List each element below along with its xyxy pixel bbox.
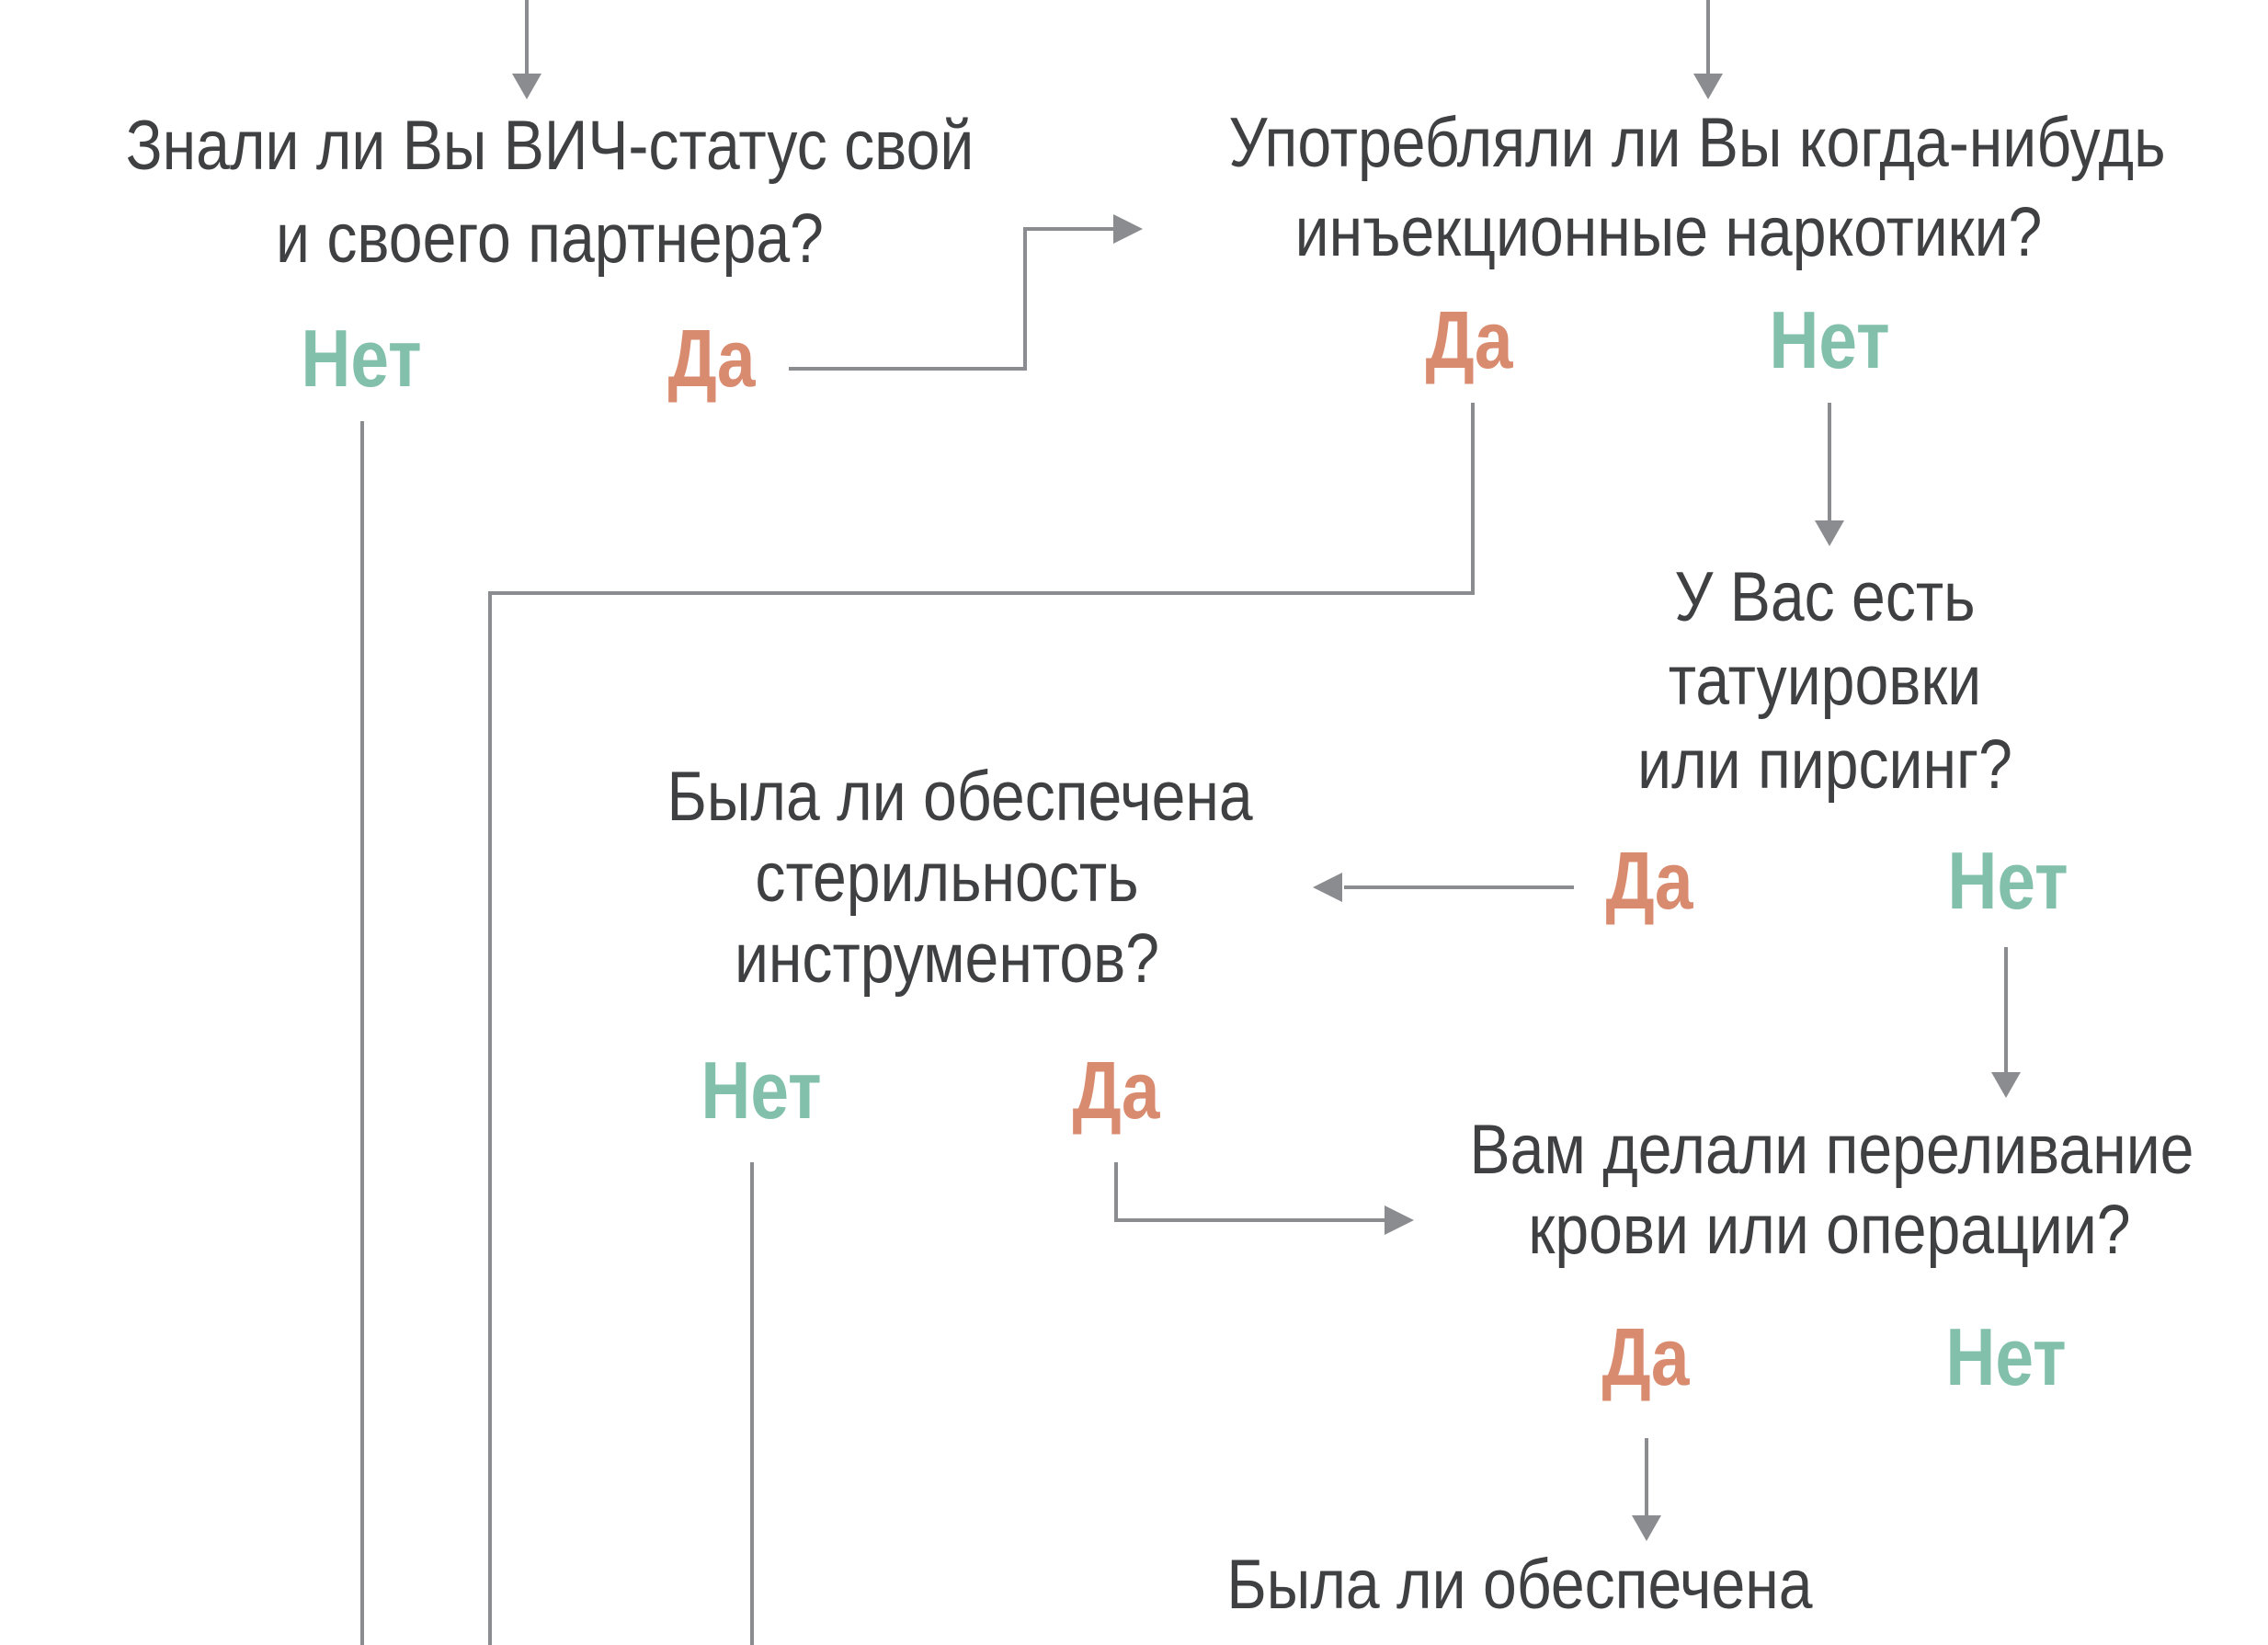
flow-arrow-into-q2-arrowhead-icon bbox=[1693, 74, 1723, 99]
question-hiv-status-line-2: и своего партнера? bbox=[276, 200, 824, 278]
question-hiv-status: Знали ли Вы ВИЧ-статус свой и своего пар… bbox=[110, 99, 990, 285]
question-injection-drugs: Употребляли ли Вы когда-нибудь инъекцион… bbox=[1228, 98, 2166, 277]
answer-q1-yes: Да bbox=[667, 313, 756, 404]
answer-q5-no: Нет bbox=[1945, 1311, 2067, 1402]
question-hiv-status-line-1: Знали ли Вы ВИЧ-статус свой bbox=[125, 107, 974, 185]
flow-arrow-into-q1-line bbox=[525, 0, 529, 77]
connector-q2-yes-seg2 bbox=[490, 591, 1475, 595]
connector-q2-yes-seg1 bbox=[1471, 403, 1475, 595]
answer-q3-no: Нет bbox=[1947, 835, 2069, 926]
question-transfusion-surgery: Вам делали переливание крови или операци… bbox=[1469, 1110, 2194, 1270]
answer-q3-yes: Да bbox=[1605, 835, 1693, 926]
question-tattoo-piercing: У Вас есть татуировки или пирсинг? bbox=[1585, 555, 2065, 806]
answer-q1-no: Нет bbox=[301, 313, 422, 404]
question-instruments-sterility-line-3: инструментов? bbox=[734, 920, 1160, 998]
answer-q2-no: Нет bbox=[1769, 294, 1890, 385]
question-next-partial: Была ли обеспечена bbox=[1200, 1545, 1840, 1626]
question-tattoo-piercing-line-3: или пирсинг? bbox=[1637, 725, 2012, 804]
answer-q2-yes: Да bbox=[1425, 294, 1513, 385]
answer-q4-no: Нет bbox=[701, 1045, 822, 1136]
question-instruments-sterility-line-1: Была ли обеспечена bbox=[667, 758, 1253, 836]
question-transfusion-surgery-line-1: Вам делали переливание bbox=[1469, 1111, 2194, 1189]
flow-arrow-into-q1-arrowhead-icon bbox=[512, 74, 541, 99]
answer-q4-yes: Да bbox=[1072, 1045, 1160, 1136]
connector-q4-yes-to-q5-seg2 bbox=[1114, 1218, 1385, 1222]
connector-q3-no-to-q5-arrowhead-icon bbox=[1991, 1072, 2021, 1098]
connector-q4-yes-to-q5-seg1 bbox=[1114, 1162, 1118, 1222]
connector-q1-no-down bbox=[360, 421, 364, 1645]
connector-q2-no-to-q3-line bbox=[1828, 403, 1831, 520]
connector-q2-yes-seg3 bbox=[488, 591, 492, 1645]
question-tattoo-piercing-line-1: У Вас есть bbox=[1674, 558, 1976, 636]
connector-q4-no-down bbox=[750, 1162, 754, 1645]
connector-q5-yes-to-q6-line bbox=[1645, 1438, 1648, 1515]
connector-q3-yes-to-q4-line bbox=[1344, 885, 1574, 889]
connector-q1-yes-to-q2-seg3 bbox=[1023, 227, 1113, 231]
question-injection-drugs-line-2: инъекционные наркотики? bbox=[1294, 193, 2043, 271]
flow-arrow-into-q2-line bbox=[1706, 0, 1710, 77]
connector-q4-yes-to-q5-arrowhead-icon bbox=[1385, 1205, 1414, 1235]
connector-q3-yes-to-q4-arrowhead-icon bbox=[1313, 873, 1342, 902]
connector-q1-yes-to-q2-seg1 bbox=[789, 367, 1027, 371]
question-instruments-sterility: Была ли обеспечена стерильность инструме… bbox=[667, 757, 1253, 1000]
question-injection-drugs-line-1: Употребляли ли Вы когда-нибудь bbox=[1228, 104, 2166, 182]
connector-q2-no-to-q3-arrowhead-icon bbox=[1815, 520, 1844, 546]
connector-q3-no-to-q5-line bbox=[2004, 947, 2008, 1072]
connector-q1-yes-to-q2-seg2 bbox=[1023, 229, 1027, 371]
question-instruments-sterility-line-2: стерильность bbox=[755, 839, 1139, 917]
connector-q5-yes-to-q6-arrowhead-icon bbox=[1632, 1515, 1661, 1541]
answer-q5-yes: Да bbox=[1601, 1311, 1690, 1402]
connector-q1-yes-to-q2-arrowhead-icon bbox=[1113, 214, 1143, 244]
question-transfusion-surgery-line-2: крови или операции? bbox=[1528, 1191, 2131, 1269]
question-next-partial-line-1: Была ли обеспечена bbox=[1226, 1546, 1813, 1624]
question-tattoo-piercing-line-2: татуировки bbox=[1668, 642, 1982, 720]
